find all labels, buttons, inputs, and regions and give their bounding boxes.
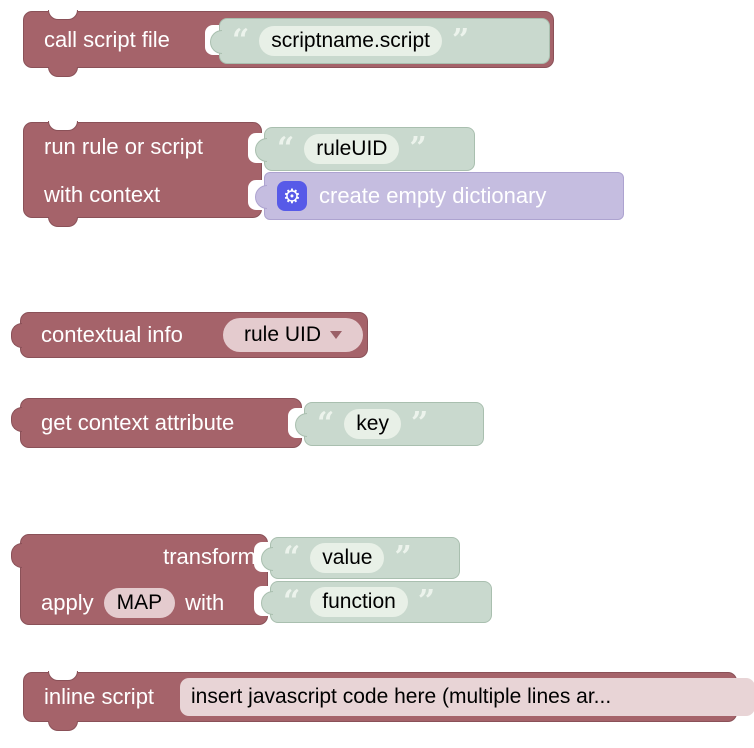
block-label: inline script bbox=[44, 684, 155, 709]
string-block-ruleuid[interactable]: “ ruleUID ” bbox=[255, 127, 475, 171]
gear-icon[interactable]: ⚙ bbox=[277, 181, 307, 211]
text-field-ruleuid[interactable]: ruleUID bbox=[304, 134, 400, 164]
string-block-scriptname[interactable]: “ scriptname.script ” bbox=[210, 18, 550, 64]
block-label-row2: with context bbox=[44, 182, 161, 207]
block-transform[interactable]: transform apply MAP with “ value ” “ fun… bbox=[11, 534, 492, 625]
label-with: with bbox=[185, 589, 225, 615]
string-block-function[interactable]: “ function ” bbox=[261, 581, 492, 623]
open-quote-icon: “ bbox=[232, 23, 250, 58]
block-row2: apply MAP with bbox=[41, 580, 224, 625]
text-field-function[interactable]: function bbox=[310, 587, 408, 617]
block-run-rule-or-script[interactable]: run rule or script with context “ ruleUI… bbox=[23, 121, 624, 227]
block-label: contextual info bbox=[41, 322, 183, 347]
block-label: call script file bbox=[44, 26, 170, 52]
output-plug bbox=[11, 323, 22, 348]
text-field-scriptname[interactable]: scriptname.script bbox=[259, 26, 442, 56]
open-quote-icon: “ bbox=[283, 584, 301, 619]
block-get-context-attribute[interactable]: get context attribute “ key ” bbox=[11, 398, 484, 448]
string-block-value[interactable]: “ value ” bbox=[261, 537, 460, 579]
open-quote-icon: “ bbox=[283, 540, 301, 575]
block-create-empty-dictionary[interactable]: ⚙ create empty dictionary bbox=[255, 172, 624, 220]
label-apply: apply bbox=[41, 589, 94, 615]
text-field-key[interactable]: key bbox=[344, 409, 401, 439]
block-contextual-info[interactable]: contextual info rule UID bbox=[11, 312, 368, 358]
block-body[interactable] bbox=[20, 398, 302, 448]
block-body[interactable] bbox=[23, 122, 262, 218]
bottom-tab bbox=[48, 217, 78, 227]
block-label-row1: transform bbox=[163, 544, 256, 569]
text-field-value[interactable]: value bbox=[310, 543, 385, 573]
close-quote-icon: ” bbox=[417, 584, 436, 619]
dropdown-value: rule UID bbox=[243, 323, 322, 346]
close-quote-icon: ” bbox=[451, 23, 470, 58]
output-plug bbox=[11, 407, 22, 432]
close-quote-icon: ” bbox=[394, 540, 412, 575]
block-call-script-file[interactable]: call script file “ scriptname.script ” bbox=[23, 10, 554, 77]
block-label: create empty dictionary bbox=[319, 183, 547, 208]
output-plug bbox=[11, 543, 22, 568]
bottom-tab bbox=[48, 721, 78, 731]
chevron-down-icon bbox=[330, 331, 343, 339]
text-field-inline-code[interactable]: insert javascript code here (multiple li… bbox=[180, 678, 754, 716]
block-label: get context attribute bbox=[41, 410, 235, 435]
block-inline-script[interactable]: inline script insert javascript code her… bbox=[23, 671, 754, 731]
open-quote-icon: “ bbox=[317, 406, 335, 441]
string-block-key[interactable]: “ key ” bbox=[295, 402, 484, 446]
dropdown-rule-uid[interactable]: rule UID bbox=[223, 318, 363, 352]
close-quote-icon: ” bbox=[409, 131, 427, 166]
open-quote-icon: “ bbox=[277, 131, 295, 166]
dropdown-transformation[interactable]: MAP bbox=[103, 587, 176, 618]
close-quote-icon: ” bbox=[410, 406, 429, 441]
bottom-tab bbox=[48, 67, 78, 77]
block-label-row1: run rule or script bbox=[44, 134, 203, 159]
